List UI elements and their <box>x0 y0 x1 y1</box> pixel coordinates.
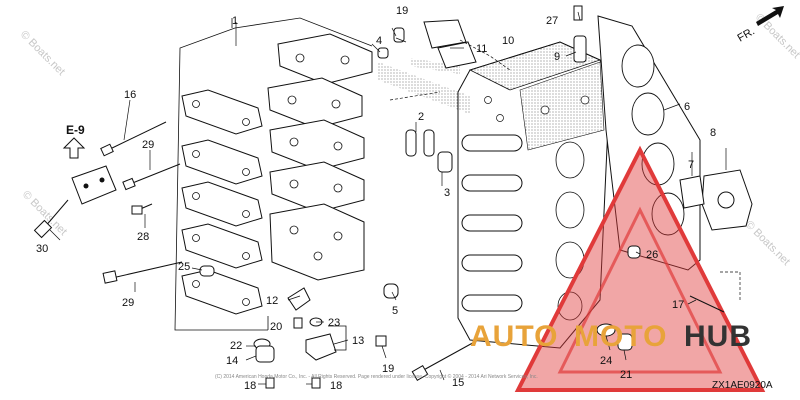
dowel-pins <box>405 129 453 173</box>
label-28: 28 <box>137 231 149 243</box>
svg-text:© Boats.net: © Boats.net <box>743 219 792 268</box>
label-3: 3 <box>444 187 450 199</box>
label-23: 23 <box>328 317 340 329</box>
svg-text:HUB: HUB <box>684 320 752 353</box>
label-26: 26 <box>646 249 658 261</box>
svg-text:© Boats.net: © Boats.net <box>18 29 67 78</box>
label-14: 14 <box>226 355 238 367</box>
label-30: 30 <box>36 243 48 255</box>
label-9: 9 <box>554 51 560 63</box>
ref-arrow <box>62 137 86 159</box>
label-15: 15 <box>452 377 464 389</box>
camshaft-holder-small <box>181 89 263 315</box>
label-16: 16 <box>124 89 136 101</box>
label-18a: 18 <box>244 380 256 392</box>
label-2: 2 <box>418 111 424 123</box>
svg-text:AUTO: AUTO <box>470 320 558 353</box>
label-12: 12 <box>266 295 278 307</box>
small-parts <box>199 5 725 389</box>
label-13: 13 <box>352 335 364 347</box>
leader-lines <box>49 11 741 385</box>
label-7: 7 <box>688 159 694 171</box>
camshaft-holder-set <box>181 33 373 315</box>
label-19b: 19 <box>382 363 394 375</box>
dotted-bolt-paths <box>378 58 470 114</box>
fr-label: FR. <box>736 25 757 44</box>
brand-logo: AUTO MOTO HUB <box>470 320 752 353</box>
bolt-28 <box>131 203 153 215</box>
svg-text:MOTO: MOTO <box>574 320 667 353</box>
label-5: 5 <box>392 305 398 317</box>
head-ports <box>461 134 523 312</box>
label-1: 1 <box>232 15 238 27</box>
copyright-text: (C) 2014 American Honda Motor Co., Inc. … <box>215 373 538 380</box>
label-29a: 29 <box>142 139 154 151</box>
fr-arrow <box>756 6 784 26</box>
label-19a: 19 <box>396 5 408 17</box>
cylinder-head <box>457 41 611 349</box>
label-11: 11 <box>476 43 487 55</box>
bolt-30 <box>33 199 69 239</box>
bolt-29-upper <box>122 163 181 191</box>
svg-text:© Boats.net: © Boats.net <box>753 12 800 61</box>
part-numbers: 1 2 3 4 5 6 7 8 9 10 11 12 13 14 15 16 1… <box>36 5 716 392</box>
label-6: 6 <box>684 101 690 113</box>
label-24: 24 <box>600 355 612 367</box>
diagram-code: ZX1AE0920A <box>712 380 773 391</box>
head-gasket <box>597 15 701 271</box>
label-27: 27 <box>546 15 558 27</box>
label-4: 4 <box>376 35 382 47</box>
label-20: 20 <box>270 321 282 333</box>
label-10: 10 <box>502 35 514 47</box>
label-8: 8 <box>710 127 716 139</box>
label-21: 21 <box>620 369 632 381</box>
bolt-16 <box>100 121 167 157</box>
label-25: 25 <box>178 261 190 273</box>
red-triangle-logo <box>514 145 766 392</box>
ref-plate <box>71 165 117 205</box>
label-17: 17 <box>672 299 684 311</box>
label-18b: 18 <box>330 380 342 392</box>
thermostat-housing <box>679 169 753 231</box>
ref-label: E-9 <box>66 123 85 137</box>
label-29b: 29 <box>122 297 134 309</box>
camshaft-holder-large <box>267 33 373 281</box>
camshaft-holder-group-outline <box>174 17 373 331</box>
label-22: 22 <box>230 340 242 352</box>
bolt-29-lower <box>102 261 183 284</box>
